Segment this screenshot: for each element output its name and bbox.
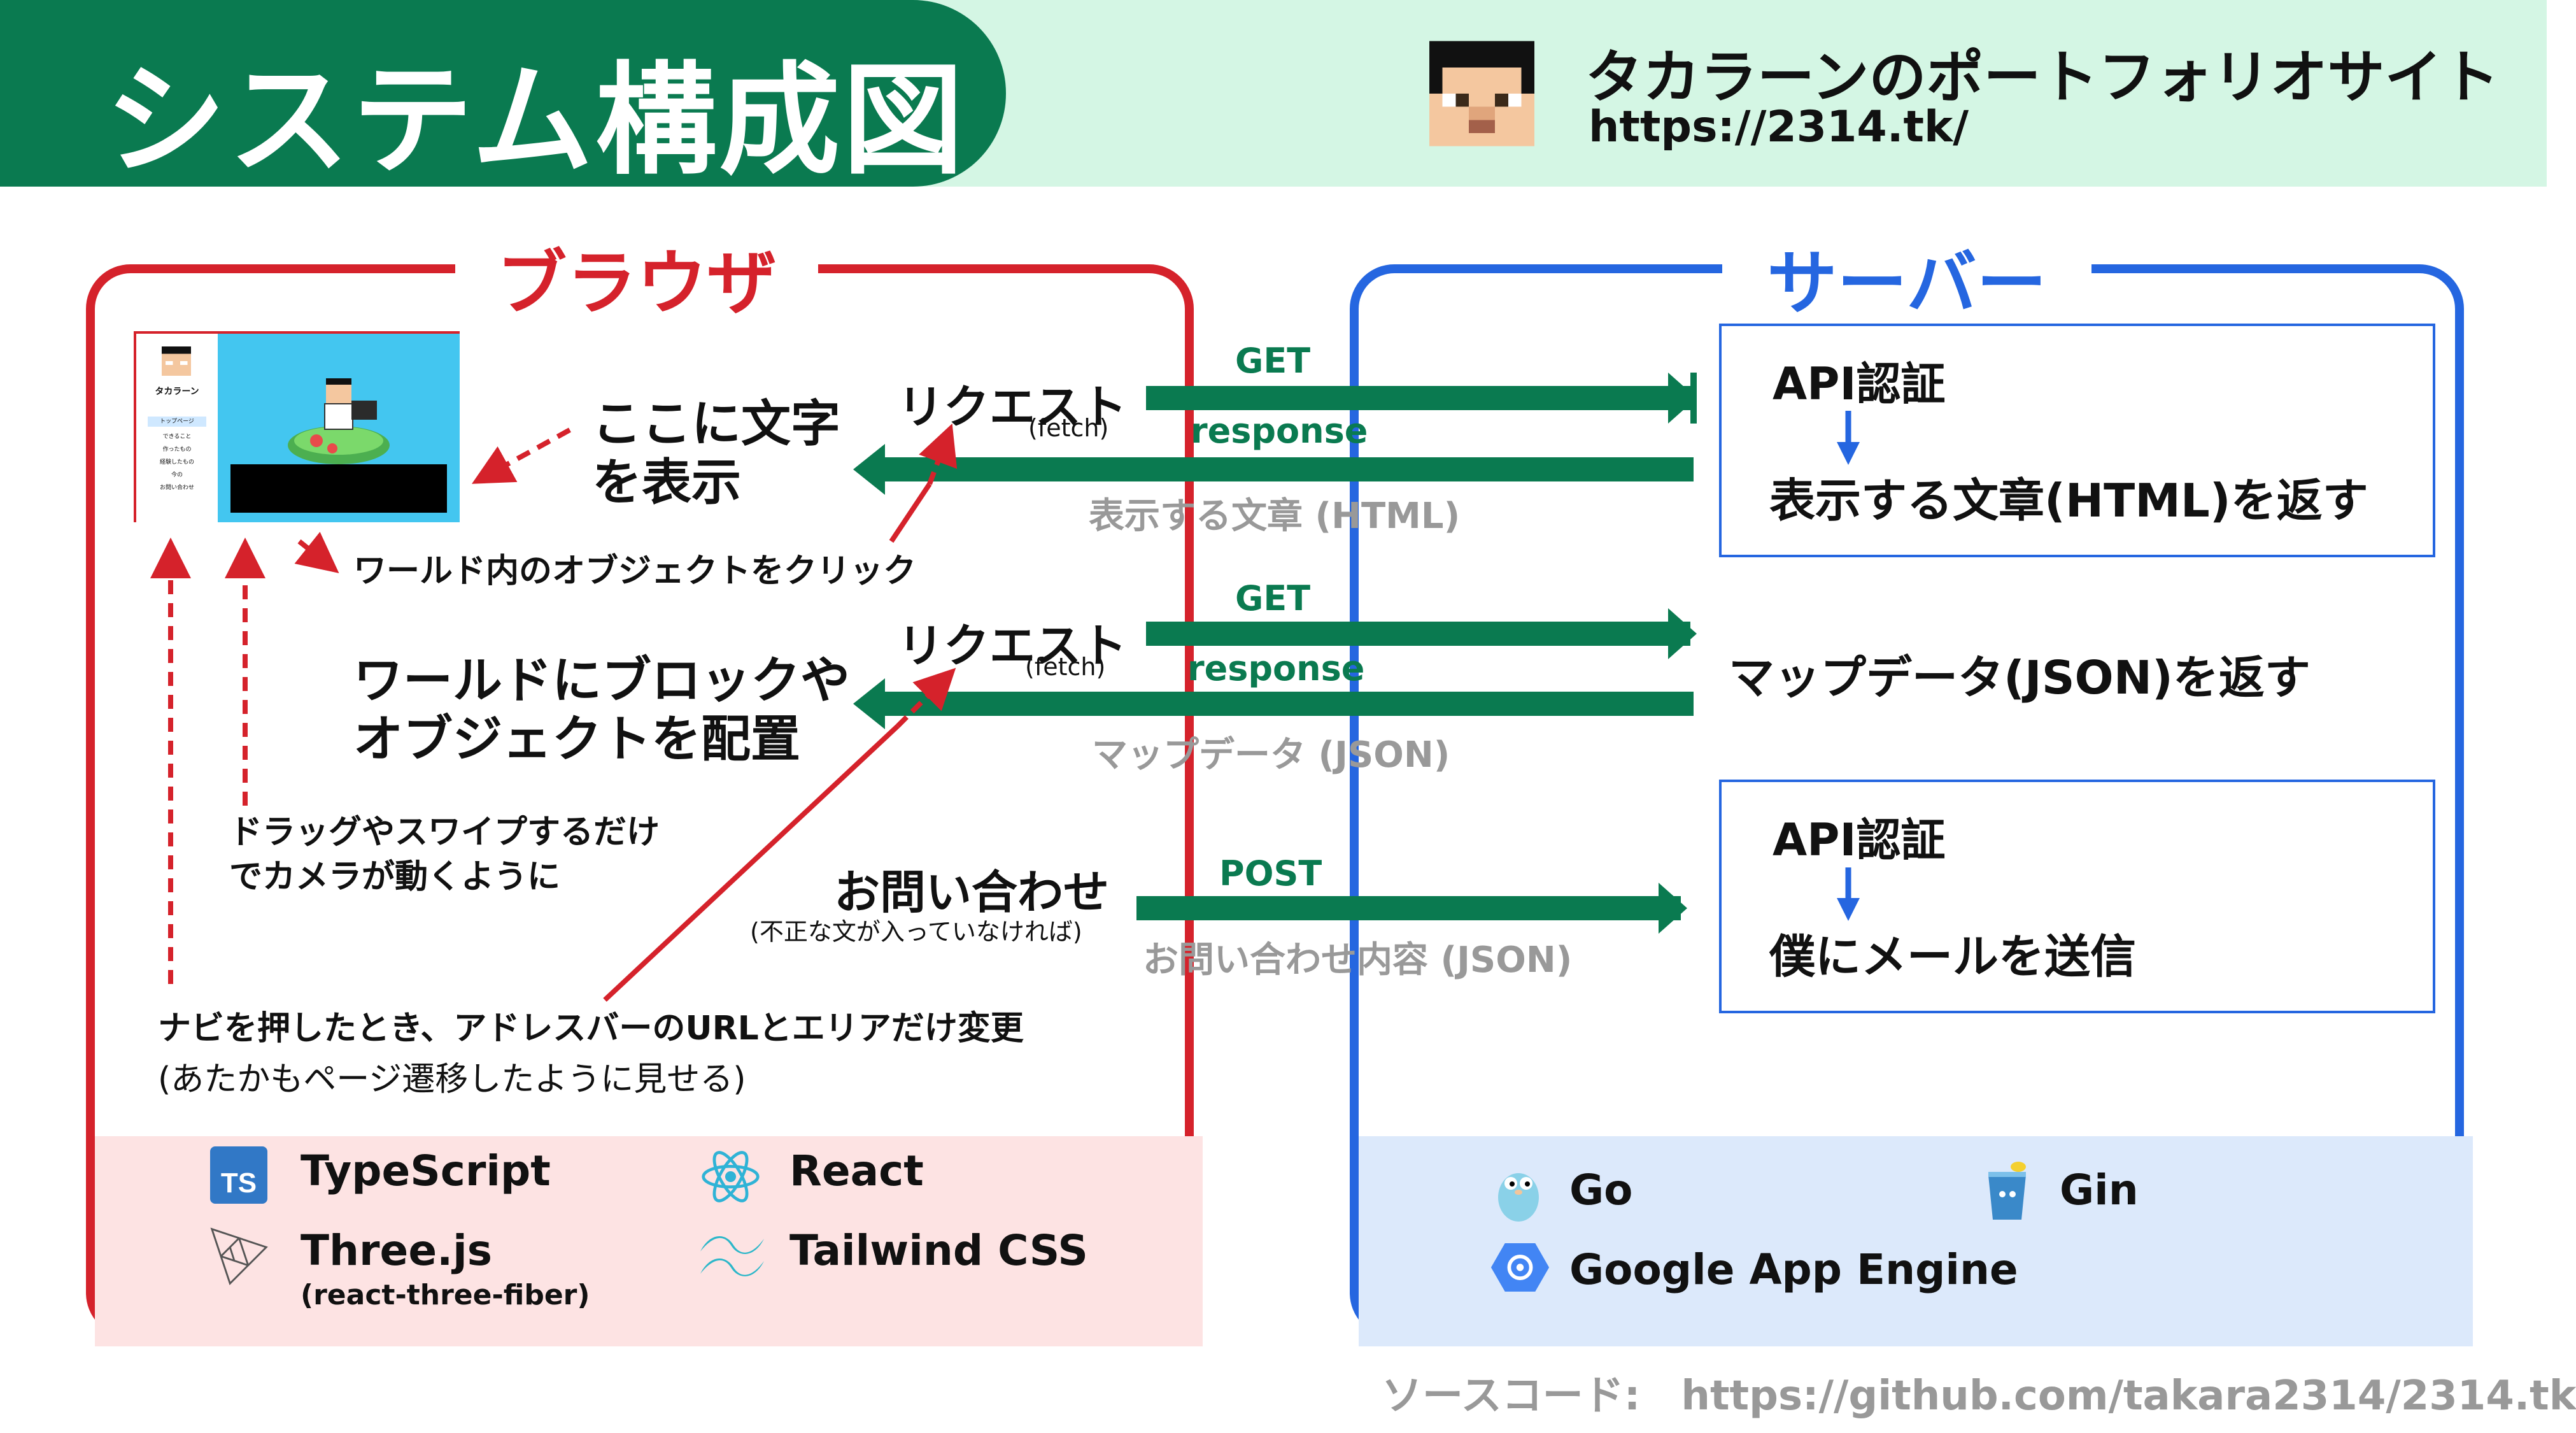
api-auth-action-2: 僕にメールを送信	[1769, 930, 2137, 983]
threejs-icon	[210, 1227, 268, 1285]
tailwind-icon	[700, 1236, 764, 1276]
server-label: サーバー	[1767, 243, 2047, 324]
method-label-1: GET	[1235, 341, 1311, 381]
browser-label: ブラウザ	[497, 243, 777, 324]
screenshot-world	[218, 334, 460, 522]
display-text-label-1: ここに文字	[592, 396, 841, 453]
nav-note: ナビを押したとき、アドレスバーのURLとエリアだけ変更	[158, 1009, 1024, 1048]
source-code-link[interactable]: ソースコード: https://github.com/takara2314/23…	[1382, 1372, 2576, 1420]
request-sub-1: (fetch)	[1028, 414, 1109, 442]
request-sub-2: (fetch)	[1025, 653, 1106, 681]
world-island-icon	[288, 378, 390, 464]
payload-label-3: お問い合わせ内容 (JSON)	[1143, 939, 1573, 981]
nav-note-sub: (あたかもページ遷移したように見せる)	[158, 1060, 746, 1099]
screenshot-nav-item: 作ったもの	[162, 446, 192, 453]
api-auth-heading-1: API認証	[1773, 358, 1946, 410]
tech-app-engine: Google App Engine	[1569, 1245, 2018, 1294]
map-action: マップデータ(JSON)を返す	[1729, 651, 2311, 704]
tech-go: Go	[1569, 1166, 1633, 1215]
request-label-2: リクエスト	[898, 619, 1128, 673]
payload-label-1: 表示する文章 (HTML)	[1089, 495, 1461, 537]
gopher-icon	[1498, 1173, 1539, 1222]
portfolio-url[interactable]: https://2314.tk/	[1589, 102, 1969, 152]
api-auth-heading-2: API認証	[1773, 814, 1946, 866]
contact-sub: (不正な文が入っていなければ)	[750, 918, 1082, 946]
screenshot-nav-item: 経験したもの	[159, 459, 194, 466]
screenshot-name: タカラーン	[155, 387, 199, 397]
world-label-2: オブジェクトを配置	[353, 711, 801, 768]
gin-icon	[1988, 1162, 2026, 1220]
tech-typescript: TypeScript	[301, 1146, 551, 1195]
api-auth-action-1: 表示する文章(HTML)を返す	[1769, 474, 2368, 527]
world-label-1: ワールドにブロックや	[353, 652, 851, 709]
app-engine-icon	[1490, 1243, 1550, 1292]
click-note: ワールド内のオブジェクトをクリック	[353, 552, 917, 590]
page-title: システム構成図	[105, 50, 966, 191]
method-label-3: POST	[1219, 853, 1322, 894]
method-label-2: GET	[1235, 578, 1311, 618]
portfolio-title: タカラーンのポートフォリオサイト	[1585, 44, 2500, 111]
display-text-label-2: を表示	[592, 454, 742, 511]
response-label-1: response	[1191, 411, 1368, 451]
tech-react: React	[789, 1146, 924, 1195]
response-label-2: response	[1187, 648, 1365, 688]
typescript-icon: TS	[210, 1146, 267, 1204]
server-panel	[1350, 264, 2473, 1346]
api-auth-box-1: API認証 表示する文章(HTML)を返す	[1719, 324, 2435, 557]
screenshot-nav-item: できること	[162, 434, 192, 440]
server-tech-area	[1359, 1136, 2473, 1346]
screenshot-nav-item: 今の	[171, 472, 183, 478]
api-auth-box-2: API認証 僕にメールを送信	[1719, 780, 2435, 1013]
screenshot-nav-item: トップページ	[148, 417, 206, 427]
tech-threejs: Three.js	[301, 1226, 493, 1275]
site-screenshot: タカラーン トップページ できること 作ったもの 経験したもの 今の お問い合わ…	[134, 331, 460, 525]
svg-text:TS: TS	[221, 1167, 257, 1199]
drag-note-2: でカメラが動くように	[229, 858, 561, 896]
screenshot-avatar-icon	[162, 346, 191, 376]
tech-threejs-sub: (react-three-fiber)	[301, 1279, 590, 1311]
title-pill	[0, 0, 1006, 187]
screenshot-nav: タカラーン トップページ できること 作ったもの 経験したもの 今の お問い合わ…	[136, 334, 218, 525]
browser-tech-area	[95, 1136, 1203, 1346]
tech-gin: Gin	[2060, 1166, 2139, 1215]
avatar-icon	[1429, 41, 1534, 146]
screenshot-nav-item: お問い合わせ	[159, 485, 194, 491]
tech-tailwind: Tailwind CSS	[789, 1226, 1088, 1275]
drag-note-1: ドラッグやスワイプするだけ	[229, 813, 660, 852]
react-icon	[702, 1151, 760, 1202]
payload-label-2: マップデータ (JSON)	[1092, 734, 1450, 776]
screenshot-text-box	[230, 464, 447, 513]
